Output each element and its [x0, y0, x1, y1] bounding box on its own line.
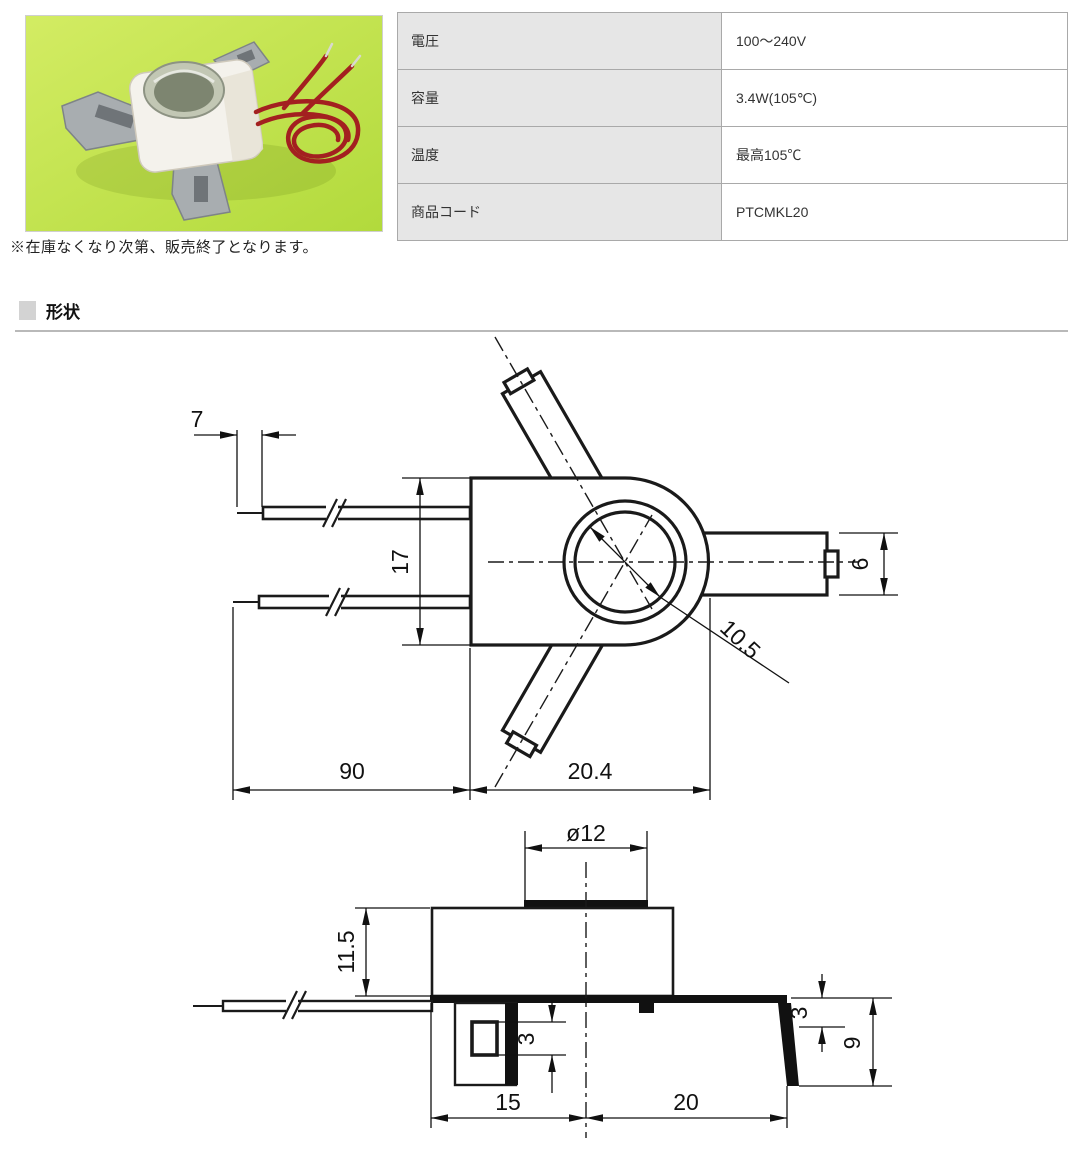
dim-label-9: 9 — [839, 1037, 865, 1050]
side-view-dim-labels: ø12 11.5 3 3 9 15 20 — [333, 820, 865, 1115]
spec-row: 温度 最高105℃ — [397, 126, 1068, 184]
product-photo-art — [26, 16, 382, 231]
wire-tips — [324, 42, 362, 68]
lead-wires — [253, 53, 361, 164]
dim-label-dia12: ø12 — [566, 820, 606, 846]
side-view-dimensions — [355, 831, 892, 1128]
section-divider — [15, 330, 1068, 332]
dim-label-11-5: 11.5 — [333, 930, 359, 973]
spec-value: 3.4W(105℃) — [721, 69, 1068, 127]
spec-row: 容量 3.4W(105℃) — [397, 69, 1068, 127]
cylinder-hole — [143, 61, 225, 119]
stock-note: ※在庫なくなり次第、販売終了となります。 — [10, 239, 319, 256]
dim-label-15: 15 — [495, 1089, 521, 1115]
section-title: 形状 — [46, 303, 80, 322]
top-view — [233, 336, 858, 788]
spec-label: 商品コード — [397, 183, 722, 241]
product-photo — [25, 15, 383, 232]
dim-label-6: 6 — [847, 558, 873, 571]
spec-label: 容量 — [397, 69, 722, 127]
side-view — [193, 862, 799, 1138]
dim-label-7: 7 — [191, 406, 204, 432]
dim-label-20: 20 — [673, 1089, 699, 1115]
dim-label-10-5: 10.5 — [715, 614, 765, 664]
spec-table: 電圧 100〜240V 容量 3.4W(105℃) 温度 最高105℃ 商品コー… — [397, 12, 1068, 241]
spec-label: 温度 — [397, 126, 722, 184]
spec-value: PTCMKL20 — [721, 183, 1068, 241]
section-marker-icon — [19, 301, 36, 320]
spec-row: 電圧 100〜240V — [397, 12, 1068, 70]
spec-value: 100〜240V — [721, 12, 1068, 70]
spec-value: 最高105℃ — [721, 126, 1068, 184]
dim-label-3-hole: 3 — [513, 1033, 539, 1046]
spec-row: 商品コード PTCMKL20 — [397, 183, 1068, 241]
bracket-bottom — [171, 157, 231, 221]
dim-label-17: 17 — [387, 549, 413, 575]
dim-label-3-flange: 3 — [786, 1007, 812, 1020]
spec-label: 電圧 — [397, 12, 722, 70]
dim-label-90: 90 — [339, 758, 365, 784]
dim-label-20-4: 20.4 — [568, 758, 613, 784]
section-header: 形状 — [19, 298, 80, 323]
